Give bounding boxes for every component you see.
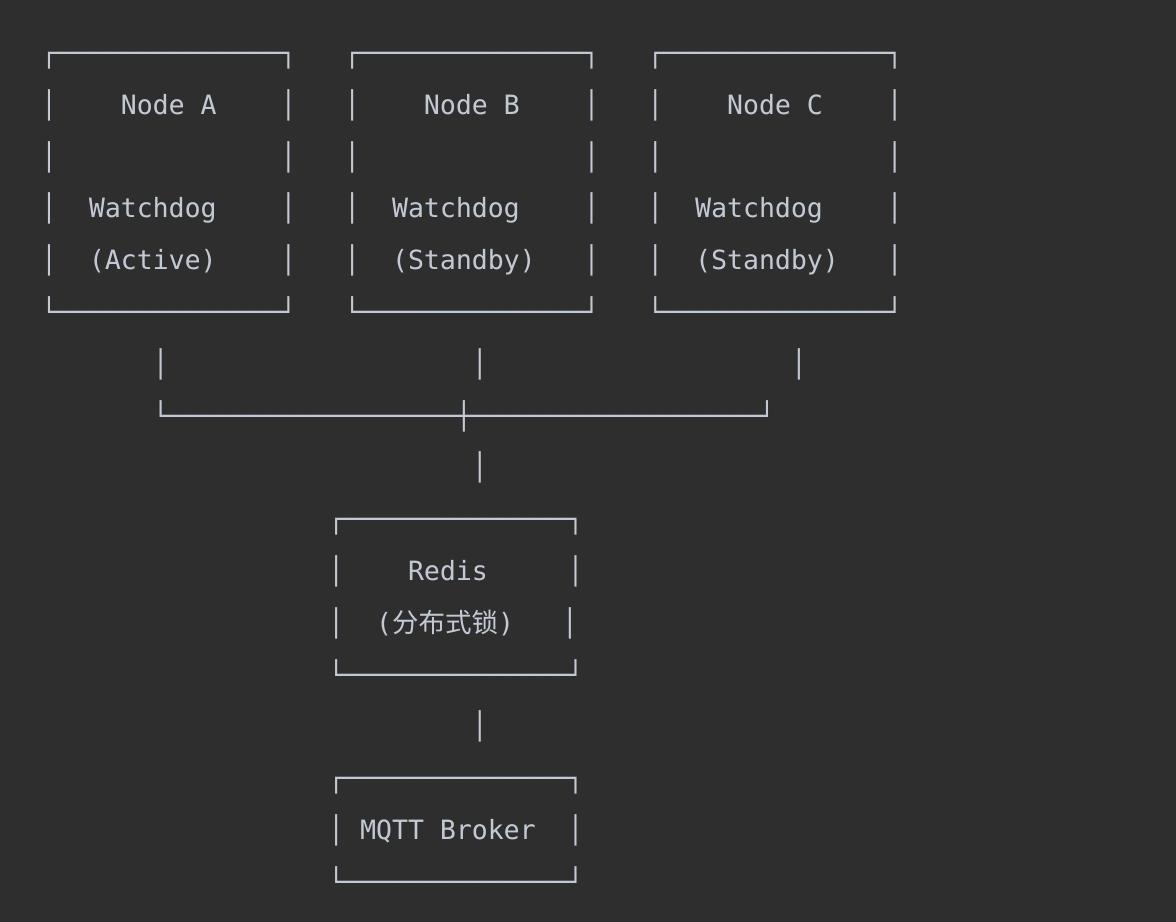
ascii-line-11: │ (分布式锁) │	[41, 607, 578, 639]
ascii-line-15: │ MQTT Broker │	[41, 814, 584, 846]
ascii-line-4: │ (Active) │ │ (Standby) │ │ (Standby) │	[41, 245, 903, 277]
ascii-line-0: ┌──────────────┐ ┌──────────────┐ ┌─────…	[41, 38, 903, 69]
ascii-line-9: ┌──────────────┐	[41, 504, 584, 536]
ascii-line-2: │ │ │ │ │ │	[41, 141, 903, 173]
ascii-line-10: │ Redis │	[41, 555, 584, 587]
ascii-line-6: │ │ │	[41, 348, 807, 380]
ascii-architecture-diagram: ┌──────────────┐ ┌──────────────┐ ┌─────…	[41, 28, 903, 909]
ascii-line-13: │	[41, 711, 488, 743]
ascii-line-16: └──────────────┘	[41, 866, 584, 898]
ascii-line-5: └──────────────┘ └──────────────┘ └─────…	[41, 296, 903, 328]
ascii-line-8: │	[41, 452, 488, 484]
ascii-line-1: │ Node A │ │ Node B │ │ Node C │	[41, 89, 903, 121]
ascii-line-7: └──────────────────┼──────────────────┘	[41, 400, 775, 432]
ascii-line-12: └──────────────┘	[41, 659, 584, 691]
ascii-line-14: ┌──────────────┐	[41, 763, 584, 795]
ascii-line-3: │ Watchdog │ │ Watchdog │ │ Watchdog │	[41, 193, 903, 225]
